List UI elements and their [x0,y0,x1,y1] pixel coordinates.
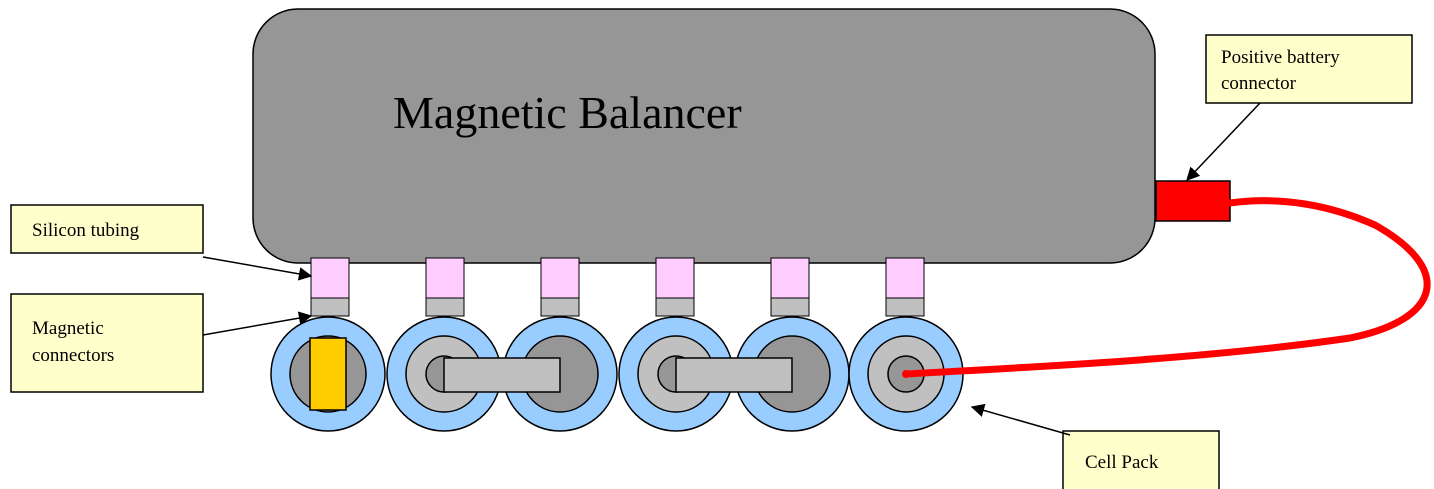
arrow-cell-pack [970,403,1071,436]
cell-1-tab [309,337,347,411]
callout-cell-pack-box [1062,430,1220,489]
magnetic-connector-2 [425,297,465,317]
tubing-group [310,257,925,317]
bus-bar-1 [443,357,561,393]
balancer-title: Magnetic Balancer [393,87,742,138]
magnetic-connector-6 [885,297,925,317]
silicon-tube-3 [540,257,580,299]
bus-bar-2 [675,357,793,393]
cell-pack [270,316,964,432]
callout-positive-connector-line2: connector [1221,73,1297,94]
callout-magnetic-connectors-box [10,293,204,393]
silicon-tube-2 [425,257,465,299]
positive-lead-wire [902,197,1431,378]
callout-magnetic-connectors-line1: Magnetic [32,318,104,339]
positive-lead-tip [902,370,910,378]
callout-silicon-tubing-text: Silicon tubing [32,220,140,241]
silicon-tube-6 [885,257,925,299]
magnetic-connector-1 [310,297,350,317]
magnetic-connector-3 [540,297,580,317]
magnetic-connector-5 [770,297,810,317]
balancer-body [252,8,1156,264]
arrow-magnetic-connectors [202,311,313,336]
callout-cell-pack-text: Cell Pack [1085,452,1159,473]
positive-battery-connector [1155,180,1231,222]
magnetic-connector-4 [655,297,695,317]
arrow-silicon-tubing [202,256,313,281]
arrow-positive-connector [1186,102,1261,181]
silicon-tube-5 [770,257,810,299]
callout-silicon-tubing-box [10,204,204,254]
callout-positive-connector-box [1205,34,1413,104]
silicon-tube-4 [655,257,695,299]
callout-magnetic-connectors-line2: connectors [32,345,114,366]
silicon-tube-1 [310,257,350,299]
callout-positive-connector-line1: Positive battery [1221,47,1340,68]
